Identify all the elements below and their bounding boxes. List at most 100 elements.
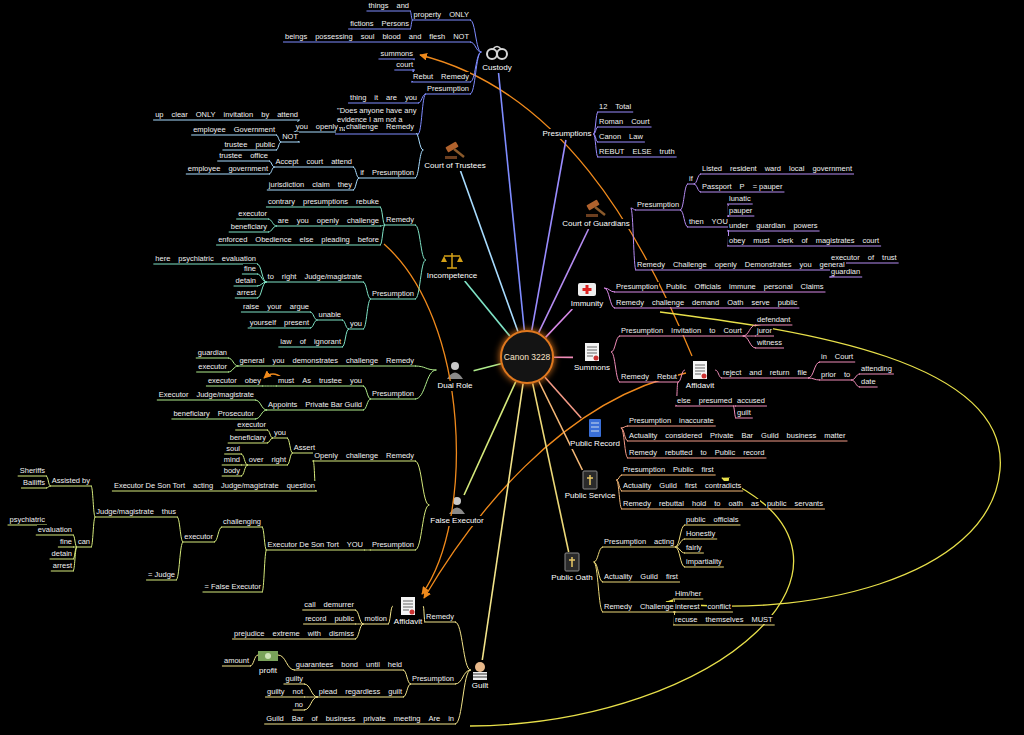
branch-word: Judge/magistrate xyxy=(95,507,155,516)
icon-topic: False Executor xyxy=(429,495,484,526)
branch-curve xyxy=(470,52,481,82)
branch-curve xyxy=(415,150,423,178)
branch-word: Assert xyxy=(293,443,316,452)
branch-word: contrary xyxy=(267,197,296,206)
branch-underline xyxy=(362,624,389,625)
branch-underline xyxy=(735,406,767,407)
branch-word: extreme xyxy=(272,629,301,638)
branch-curve xyxy=(680,184,688,210)
branch-word: call xyxy=(303,600,316,609)
branch-word: over xyxy=(248,455,265,464)
branch-word: Court xyxy=(722,326,742,335)
branch-word: to xyxy=(843,370,851,379)
branch-curve xyxy=(355,610,363,624)
branch-word: present xyxy=(283,318,310,327)
branch-word: of xyxy=(800,236,808,245)
branch-curve xyxy=(364,550,371,551)
branch-word: public xyxy=(333,614,355,623)
branch-word: = pauper xyxy=(752,182,784,191)
branch-word: immune xyxy=(728,282,757,291)
branch-word: up xyxy=(154,110,164,119)
branch-word: employee xyxy=(192,125,227,134)
branch-underline xyxy=(36,535,74,536)
branch-word: Bailiffs xyxy=(22,478,46,487)
branch-word: Bar xyxy=(740,431,754,440)
document-icon xyxy=(585,343,599,361)
branch-word: executor xyxy=(830,253,861,262)
branch-word: mind xyxy=(223,455,241,464)
branch-curve xyxy=(214,527,222,542)
branch-curve xyxy=(276,142,281,150)
cross-reference-arrow xyxy=(420,55,692,356)
branch-word: can xyxy=(77,537,91,546)
branch-word: unable xyxy=(317,310,342,319)
branch-curve xyxy=(611,336,620,352)
branch-curve xyxy=(621,428,628,458)
branch-word: record xyxy=(742,448,765,457)
topic-label: Affidavit xyxy=(686,381,714,391)
branch-word: rebuke xyxy=(355,197,380,206)
branch-word: YOU xyxy=(346,540,364,549)
branch-curve xyxy=(257,264,267,282)
branch-word: of xyxy=(299,337,307,346)
branch-connector xyxy=(539,381,583,470)
branch-word: government xyxy=(227,164,269,173)
branch-underline xyxy=(94,517,178,518)
branch-underline xyxy=(348,329,364,330)
branch-word: of xyxy=(867,253,875,262)
branch-underline xyxy=(186,174,270,175)
branch-underline xyxy=(206,386,263,387)
branch-word: Roman xyxy=(598,117,624,126)
branch-word: powers xyxy=(792,221,818,230)
topic-label: False Executor xyxy=(430,516,483,526)
branch-word: openly xyxy=(316,216,340,225)
branch-word: under xyxy=(728,221,749,230)
branch-curve xyxy=(418,94,426,134)
branch-underline xyxy=(222,476,242,477)
branch-underline xyxy=(146,580,177,581)
branch-word: plead xyxy=(318,687,338,696)
branch-word: Rebut xyxy=(412,72,434,81)
branch-word: clerk xyxy=(777,236,795,245)
branch-underline xyxy=(829,277,862,278)
branch-underline xyxy=(294,670,404,671)
icon-topic: Immunity xyxy=(570,278,604,309)
branch-word: guardian xyxy=(755,221,786,230)
branch-word: clear xyxy=(170,110,188,119)
branch-word: must xyxy=(752,236,770,245)
branch-underline xyxy=(235,298,258,299)
branch-underline xyxy=(157,400,256,401)
branch-word: you xyxy=(296,216,310,225)
branch-underline xyxy=(112,491,317,492)
branch-underline xyxy=(425,94,471,95)
branch-underline xyxy=(283,684,305,685)
branch-word: detain xyxy=(51,549,73,558)
branch-curve xyxy=(363,282,371,299)
branch-word: and xyxy=(408,32,423,41)
branch-word: Judge/magistrate xyxy=(220,481,280,490)
branch-curve xyxy=(268,219,277,226)
branch-underline xyxy=(727,231,820,232)
branch-word: Private xyxy=(709,431,734,440)
branch-word: Judge/magistrate xyxy=(195,390,255,399)
topic-label: Guilt xyxy=(472,681,488,691)
branch-underline xyxy=(684,525,740,526)
branch-word: Guild xyxy=(639,572,659,581)
branch-underline xyxy=(755,348,784,349)
branch-word: soul xyxy=(360,32,376,41)
branch-word: guilty xyxy=(284,674,304,683)
branch-word: Are xyxy=(427,714,441,723)
branch-underline xyxy=(597,142,645,143)
branch-curve xyxy=(694,174,701,184)
branch-word: body xyxy=(223,466,241,475)
branch-curve xyxy=(678,370,685,382)
branch-word: Guild xyxy=(265,714,285,723)
branch-underline xyxy=(266,410,364,411)
branch-word: executor xyxy=(236,420,267,429)
branch-word: challenge xyxy=(346,216,380,225)
branch-curve xyxy=(808,362,820,378)
branch-word: else xyxy=(676,396,692,405)
icon-topic: Court of Trustees xyxy=(423,140,486,171)
branch-word: considered xyxy=(664,431,703,440)
branch-word: law xyxy=(279,337,292,346)
